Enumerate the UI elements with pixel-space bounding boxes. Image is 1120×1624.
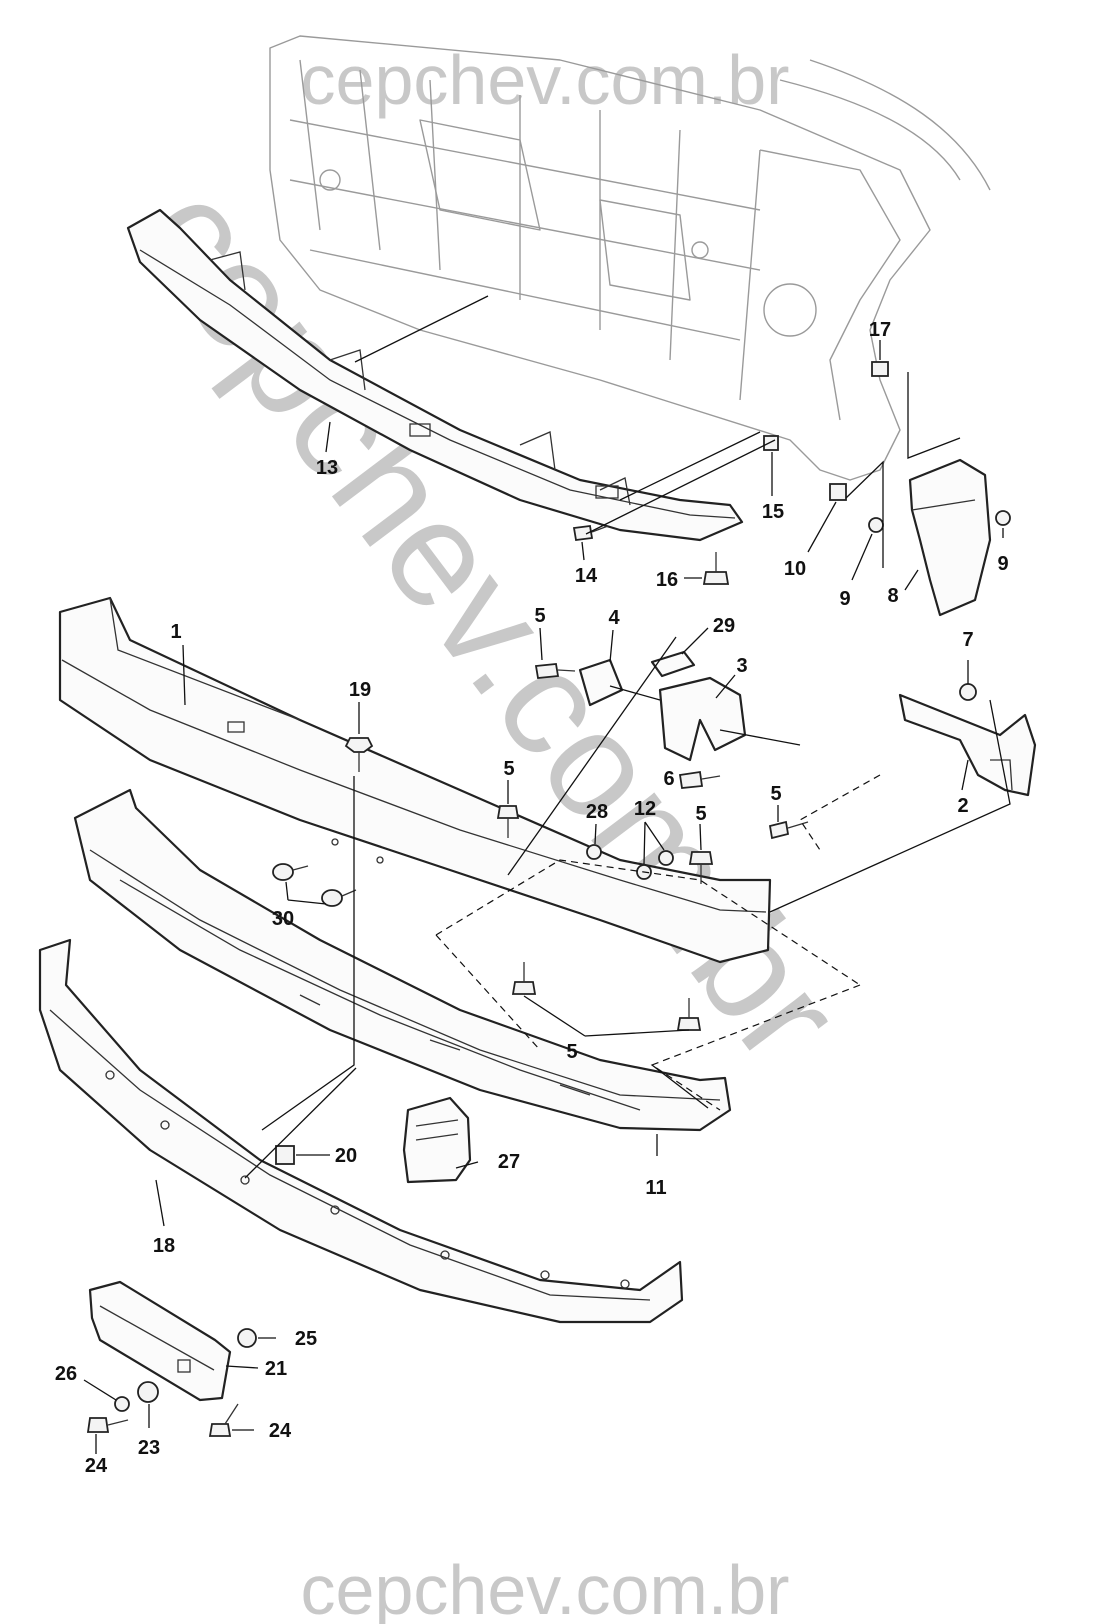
part-27-filler bbox=[402, 1096, 472, 1184]
nut-25 bbox=[237, 1328, 257, 1348]
callout-1: 1 bbox=[170, 621, 181, 643]
callout-24-b: 24 bbox=[269, 1420, 292, 1442]
callout-18: 18 bbox=[153, 1235, 175, 1257]
nut-9-a bbox=[995, 510, 1011, 526]
nut-28 bbox=[586, 844, 602, 860]
callout-2: 2 bbox=[957, 795, 968, 817]
callout-28: 28 bbox=[586, 801, 608, 823]
clip-10 bbox=[829, 483, 847, 501]
push-pin-30-b bbox=[321, 889, 357, 907]
callout-3: 3 bbox=[736, 655, 747, 677]
bolt-19 bbox=[344, 737, 374, 772]
callout-9-a: 9 bbox=[997, 553, 1008, 575]
callout-21: 21 bbox=[265, 1358, 287, 1380]
part-8-bracket bbox=[908, 458, 992, 617]
bolt-5-b bbox=[496, 805, 520, 838]
callout-13: 13 bbox=[316, 457, 338, 479]
callout-14: 14 bbox=[575, 565, 598, 587]
bolt-24-a bbox=[86, 1417, 129, 1433]
bolt-5-e bbox=[511, 962, 537, 995]
callout-5-a: 5 bbox=[534, 605, 545, 627]
callout-8: 8 bbox=[887, 585, 898, 607]
callout-16: 16 bbox=[656, 569, 678, 591]
callouts: 1 2 3 4 5 5 5 5 5 6 7 8 9 9 10 11 12 bbox=[55, 319, 1009, 1477]
part-29-shim bbox=[650, 650, 696, 678]
callout-5-c: 5 bbox=[695, 803, 706, 825]
part-11-bumper-strip bbox=[73, 788, 732, 1132]
part-21-bracket bbox=[88, 1280, 232, 1402]
nut-9-b bbox=[868, 517, 884, 533]
clip-17 bbox=[871, 361, 889, 377]
leader-lines bbox=[244, 295, 1011, 1179]
callout-15: 15 bbox=[762, 501, 784, 523]
callout-17: 17 bbox=[869, 319, 891, 341]
callout-5-d: 5 bbox=[770, 783, 781, 805]
callout-26: 26 bbox=[55, 1363, 77, 1385]
callout-4: 4 bbox=[608, 607, 620, 629]
bolt-5-f bbox=[676, 998, 702, 1031]
callout-10: 10 bbox=[784, 558, 806, 580]
washer-26 bbox=[114, 1396, 130, 1412]
callout-5-b: 5 bbox=[503, 758, 514, 780]
bolt-5-d bbox=[768, 820, 809, 840]
callout-6: 6 bbox=[663, 768, 674, 790]
bolt-6 bbox=[678, 770, 721, 789]
callout-24-a: 24 bbox=[85, 1455, 108, 1477]
callout-5-e: 5 bbox=[566, 1041, 577, 1063]
callout-19: 19 bbox=[349, 679, 371, 701]
callout-12: 12 bbox=[634, 798, 656, 820]
bolt-5-c bbox=[688, 851, 714, 884]
watermark-top: cepchev.com.br bbox=[301, 41, 790, 119]
callout-11: 11 bbox=[645, 1177, 666, 1199]
callout-29: 29 bbox=[713, 615, 735, 637]
bolt-16 bbox=[702, 552, 730, 585]
clip-15 bbox=[763, 435, 779, 451]
nut-23 bbox=[137, 1381, 159, 1403]
part-13-upper-reinforcement bbox=[126, 208, 744, 542]
callout-25: 25 bbox=[295, 1328, 317, 1350]
nut-7 bbox=[959, 683, 977, 701]
push-pin-30-a bbox=[272, 863, 309, 881]
vehicle-front-structure bbox=[269, 35, 991, 481]
callout-7: 7 bbox=[962, 629, 973, 651]
bolt-24-b bbox=[208, 1403, 239, 1437]
callout-9-b: 9 bbox=[839, 588, 850, 610]
part-3-bracket bbox=[658, 676, 747, 762]
callout-20: 20 bbox=[335, 1145, 357, 1167]
callout-23: 23 bbox=[138, 1437, 160, 1459]
watermark-bottom: cepchev.com.br bbox=[301, 1551, 790, 1624]
part-18-lower-deflector bbox=[38, 938, 684, 1324]
part-1-front-bumper bbox=[58, 596, 772, 964]
clip-20 bbox=[275, 1145, 295, 1165]
nut-12-b bbox=[658, 850, 674, 866]
bolt-14 bbox=[572, 524, 609, 542]
part-2-side-bracket bbox=[898, 693, 1037, 797]
callout-27: 27 bbox=[498, 1151, 520, 1173]
callout-30: 30 bbox=[272, 908, 294, 930]
bolt-5-a bbox=[534, 663, 576, 679]
